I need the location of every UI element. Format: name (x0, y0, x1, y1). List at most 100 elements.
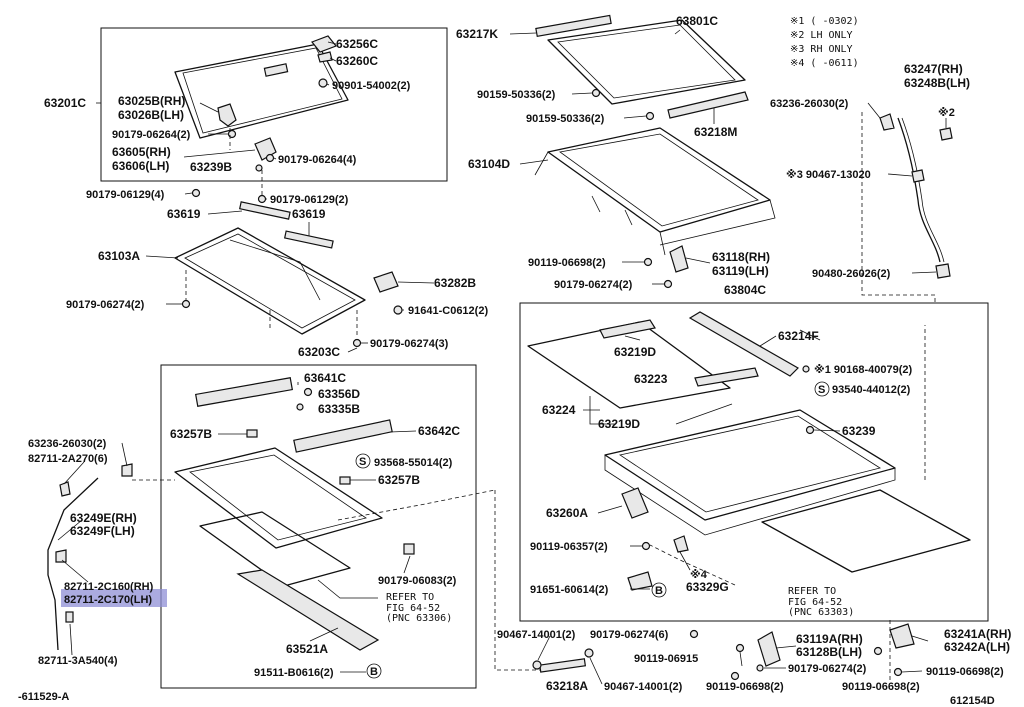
sunshade-63224 (527, 321, 731, 409)
label-91511-B0616[interactable]: 91511-B0616(2) (254, 667, 334, 679)
label-63203C[interactable]: 63203C (298, 345, 340, 359)
label-63606[interactable]: 63606(LH) (112, 159, 169, 173)
label-90179-06274-2[interactable]: 90179-06274(2) (66, 299, 145, 311)
label-63257B-b[interactable]: 63257B (378, 473, 420, 487)
label-63329G[interactable]: 63329G (686, 580, 729, 594)
label-63236-26030-b[interactable]: 63236-26030(2) (28, 438, 107, 450)
label-63218A[interactable]: 63218A (546, 679, 588, 693)
label-63128B[interactable]: 63128B(LH) (796, 645, 862, 659)
label-63641C[interactable]: 63641C (304, 371, 346, 385)
label-63804C[interactable]: 63804C (724, 283, 766, 297)
label-90480-26026[interactable]: 90480-26026(2) (812, 268, 891, 280)
label-63256C[interactable]: 63256C (336, 37, 378, 51)
label-93568-55014[interactable]: 93568-55014(2) (374, 457, 453, 469)
label-63335B[interactable]: 63335B (318, 402, 360, 416)
label-63214F[interactable]: 63214F (778, 329, 819, 343)
label-63241A[interactable]: 63241A(RH) (944, 627, 1011, 641)
label-63642C[interactable]: 63642C (418, 424, 460, 438)
label-90179-06264-4[interactable]: 90179-06264(4) (278, 154, 357, 166)
bracket-91651 (627, 571, 653, 591)
label-82711-2A270[interactable]: 82711-2A270(6) (28, 453, 108, 465)
label-90119-06357[interactable]: 90119-06357(2) (530, 541, 608, 553)
label-90119-06698-d[interactable]: 90119-06698(2) (706, 681, 784, 693)
label-63217K[interactable]: 63217K (456, 27, 498, 41)
label-63257B-a[interactable]: 63257B (170, 427, 212, 441)
label-63282B[interactable]: 63282B (434, 276, 476, 290)
label-82711-3A540[interactable]: 82711-3A540(4) (38, 655, 118, 667)
label-63249F[interactable]: 63249F(LH) (70, 524, 135, 538)
screw-90179-06274-j (756, 664, 764, 672)
label-90901-54002[interactable]: 90901-54002(2) (332, 80, 411, 92)
label-93540-44012[interactable]: 93540-44012(2) (832, 384, 911, 396)
label-63223[interactable]: 63223 (634, 372, 668, 386)
label-63026B[interactable]: 63026B(LH) (118, 108, 184, 122)
label-91641-C0612[interactable]: 91641-C0612(2) (408, 305, 488, 317)
label-82711-2C160[interactable]: 82711-2C160(RH) (64, 581, 154, 593)
label-63025B[interactable]: 63025B(RH) (118, 94, 185, 108)
label-91651-60614[interactable]: 91651-60614(2) (530, 584, 609, 596)
label-90119-06698-a[interactable]: 90119-06698(2) (528, 257, 606, 269)
label-63619-b[interactable]: 63619 (292, 207, 326, 221)
label-90179-06264-2[interactable]: 90179-06264(2) (112, 129, 191, 141)
label-63260C[interactable]: 63260C (336, 54, 378, 68)
label-63521A[interactable]: 63521A (286, 642, 328, 656)
refer-pnc-63306-line1: REFER TO (386, 592, 434, 603)
marker-s-2: S (355, 453, 371, 469)
label-63248B[interactable]: 63248B(LH) (904, 76, 970, 90)
strip-63619-b (283, 230, 334, 249)
label-63104D[interactable]: 63104D (468, 157, 510, 171)
refer-pnc-63303-line2: FIG 64-52 (788, 597, 842, 608)
label-90119-06698-e[interactable]: 90119-06698(2) (926, 666, 1004, 678)
marker-b-text: B (370, 666, 378, 678)
shade-ref-63303 (761, 489, 971, 573)
label-63260A[interactable]: 63260A (546, 506, 588, 520)
housing-63104D (534, 127, 776, 256)
label-90119-06915[interactable]: 90119-06915 (634, 653, 698, 665)
label-63103A[interactable]: 63103A (98, 249, 140, 263)
label-90467-14001-a[interactable]: 90467-14001(2) (497, 629, 576, 641)
label-90179-06129-4[interactable]: 90179-06129(4) (86, 189, 165, 201)
label-90467-13020[interactable]: ※3 90467-13020 (786, 169, 871, 181)
label-63249E[interactable]: 63249E(RH) (70, 511, 137, 525)
bracket-63025B (217, 103, 237, 127)
label-63605[interactable]: 63605(RH) (112, 145, 171, 159)
screw-63335B (296, 403, 304, 411)
label-82711-2C170[interactable]: 82711-2C170(LH) (64, 594, 152, 606)
label-63619-a[interactable]: 63619 (167, 207, 201, 221)
label-90179-06274-j[interactable]: 90179-06274(2) (788, 663, 867, 675)
dashed-connector (337, 489, 496, 521)
block-63257B-b (339, 476, 351, 485)
label-90119-06698-f[interactable]: 90119-06698(2) (842, 681, 920, 693)
screw-90159-a (591, 88, 601, 98)
label-63218M[interactable]: 63218M (694, 125, 737, 139)
label-63242A[interactable]: 63242A(LH) (944, 640, 1010, 654)
label-90179-06274-g[interactable]: 90179-06274(2) (554, 279, 633, 291)
label-63119A[interactable]: 63119A(RH) (796, 632, 863, 646)
label-90179-06274-6[interactable]: 90179-06274(6) (590, 629, 669, 641)
strip-63619-a (239, 201, 291, 220)
label-63236-26030-a[interactable]: 63236-26030(2) (770, 98, 849, 110)
label-90179-06083[interactable]: 90179-06083(2) (378, 575, 457, 587)
label-63219D-a[interactable]: 63219D (614, 345, 656, 359)
note-4: ※4 ( -0611) (790, 58, 859, 69)
label-90159-50336-a[interactable]: 90159-50336(2) (477, 89, 556, 101)
label-63239[interactable]: 63239 (842, 424, 876, 438)
dashed-connector (494, 490, 540, 671)
clip-63236-b (121, 463, 133, 477)
label-63201C[interactable]: 63201C (44, 96, 86, 110)
label-90168-40079[interactable]: ※1 90168-40079(2) (814, 364, 912, 376)
label-90467-14001-b[interactable]: 90467-14001(2) (604, 681, 683, 693)
label-63356D[interactable]: 63356D (318, 387, 360, 401)
clip-90467-b (584, 648, 594, 658)
label-63224[interactable]: 63224 (542, 403, 576, 417)
label-90179-06129-2[interactable]: 90179-06129(2) (270, 194, 349, 206)
label-63118[interactable]: 63118(RH) (712, 250, 770, 264)
label-90179-06274-3[interactable]: 90179-06274(3) (370, 338, 449, 350)
label-63219D-b[interactable]: 63219D (598, 417, 640, 431)
label-63239B[interactable]: 63239B (190, 160, 232, 174)
label-63247[interactable]: 63247(RH) (904, 62, 963, 76)
label-63801C[interactable]: 63801C (676, 14, 718, 28)
refer-pnc-63306-line3: (PNC 63306) (386, 613, 452, 624)
label-90159-50336-b[interactable]: 90159-50336(2) (526, 113, 605, 125)
label-63119[interactable]: 63119(LH) (712, 264, 769, 278)
